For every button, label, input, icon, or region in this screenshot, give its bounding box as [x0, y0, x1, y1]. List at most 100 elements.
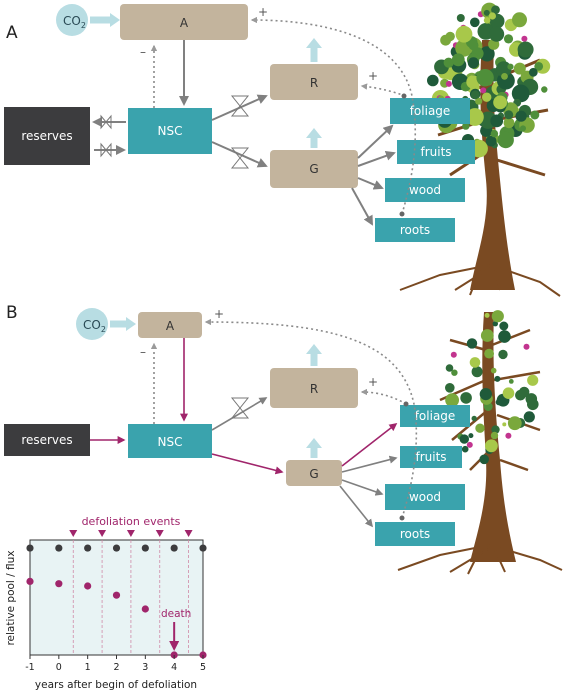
respiration-label-a: R [310, 76, 318, 90]
data-point [55, 580, 63, 588]
data-point [26, 544, 34, 552]
plus-sign-r-a: + [368, 69, 378, 83]
plus-sign-top-a: + [258, 5, 268, 19]
nsc-label-a: NSC [158, 124, 183, 138]
leaf-dot [475, 423, 485, 433]
leaf-dot [479, 454, 490, 465]
leaf-dot [471, 415, 477, 422]
leaf-dot [490, 431, 499, 440]
data-point [84, 544, 92, 552]
tree-a-leaves [427, 2, 551, 158]
fruits-label-a: fruits [420, 145, 451, 159]
leaf-dot [485, 135, 497, 147]
x-tick-label: 3 [142, 662, 148, 673]
leaf-dot [525, 393, 538, 405]
leaf-dot [498, 330, 511, 343]
assimilation-box-b [138, 312, 202, 338]
leaf-dot [490, 114, 504, 128]
leaf-dot [499, 321, 509, 331]
leaf-dot [475, 97, 483, 105]
leaf-dot [511, 84, 530, 103]
co2-label-b: CO2 [83, 318, 106, 334]
panel-a: A CO2 A NSC reserves – [4, 2, 561, 297]
leaf-dot [483, 9, 490, 16]
leaf-dot [507, 416, 522, 431]
data-point [141, 544, 149, 552]
leaf-dot [469, 357, 481, 368]
leaf-dot [519, 386, 530, 398]
roots-box-a [375, 218, 455, 242]
leaf-dot [451, 53, 465, 67]
fruits-box-a [397, 140, 475, 164]
plus-sign-r-b: + [368, 375, 378, 389]
fruit-dot [505, 432, 512, 439]
leaf-dot [456, 14, 465, 22]
data-point [26, 577, 34, 586]
foliage-label-a: foliage [410, 104, 451, 118]
data-point [170, 544, 178, 552]
leaf-dot [517, 41, 534, 58]
leaf-dot [484, 348, 494, 359]
panel-b: B CO2 A NSC reserves – R G [4, 303, 563, 575]
leaf-dot [497, 131, 514, 149]
leaf-dot [479, 388, 492, 401]
roots-label-b: roots [400, 527, 430, 541]
leaf-dot [507, 63, 514, 70]
defoliation-event-marker [126, 530, 135, 537]
leaf-dot [462, 122, 470, 130]
defoliation-event-marker [69, 530, 78, 537]
leaf-dot [498, 349, 508, 360]
fruit-dot [480, 87, 487, 94]
minus-sign-b: – [140, 345, 146, 359]
respiration-box-b [270, 368, 358, 408]
assimilation-label-b: A [166, 319, 175, 333]
leaf-dot [494, 375, 501, 382]
leaf-dot [489, 26, 505, 42]
data-point [199, 544, 207, 552]
leaf-dot [504, 110, 514, 120]
leaf-dot [541, 86, 548, 93]
leaf-dot [492, 321, 498, 327]
wood-box-b [385, 484, 465, 510]
nsc-label-b: NSC [158, 435, 183, 449]
data-point [84, 582, 92, 590]
chart-ylabel: relative pool / flux [5, 550, 17, 645]
leaf-dot [490, 129, 499, 138]
foliage-label-b: foliage [415, 409, 456, 423]
leaf-dot [508, 379, 514, 384]
leaf-dot [482, 92, 492, 102]
x-tick-label: 2 [113, 662, 119, 673]
leaf-dot [495, 61, 512, 77]
fruits-label-b: fruits [415, 450, 446, 464]
x-tick-label: 5 [200, 662, 206, 673]
growth-box-b [286, 460, 342, 486]
minus-sign-a: – [140, 45, 146, 59]
leaf-dot [495, 398, 503, 406]
wood-label-a: wood [409, 183, 441, 197]
leaf-dot [468, 433, 474, 439]
foliage-box-a [390, 98, 470, 124]
panel-b-label: B [6, 303, 18, 323]
x-tick-label: -1 [25, 662, 34, 673]
x-tick-label: 0 [56, 662, 62, 673]
nsc-box-b [128, 424, 212, 458]
leaf-dot [427, 74, 439, 87]
defoliation-event-marker [98, 530, 107, 537]
defoliation-event-marker [155, 530, 164, 537]
nsc-box-a [128, 108, 212, 154]
tree-b-defoliated [397, 310, 563, 575]
reserves-box-a [4, 107, 90, 165]
leaf-dot [493, 95, 507, 110]
fruit-dot [466, 441, 473, 448]
growth-label-b: G [309, 467, 318, 481]
leaf-dot [520, 125, 526, 132]
co2-bubble-a [56, 4, 88, 36]
reserves-box-b [4, 424, 90, 456]
leaf-dot [501, 73, 508, 80]
leaf-dot [443, 57, 454, 68]
leaf-dot [513, 62, 526, 75]
leaf-dot [503, 117, 515, 129]
leaf-dot [440, 34, 451, 46]
leaf-dot [455, 25, 473, 43]
